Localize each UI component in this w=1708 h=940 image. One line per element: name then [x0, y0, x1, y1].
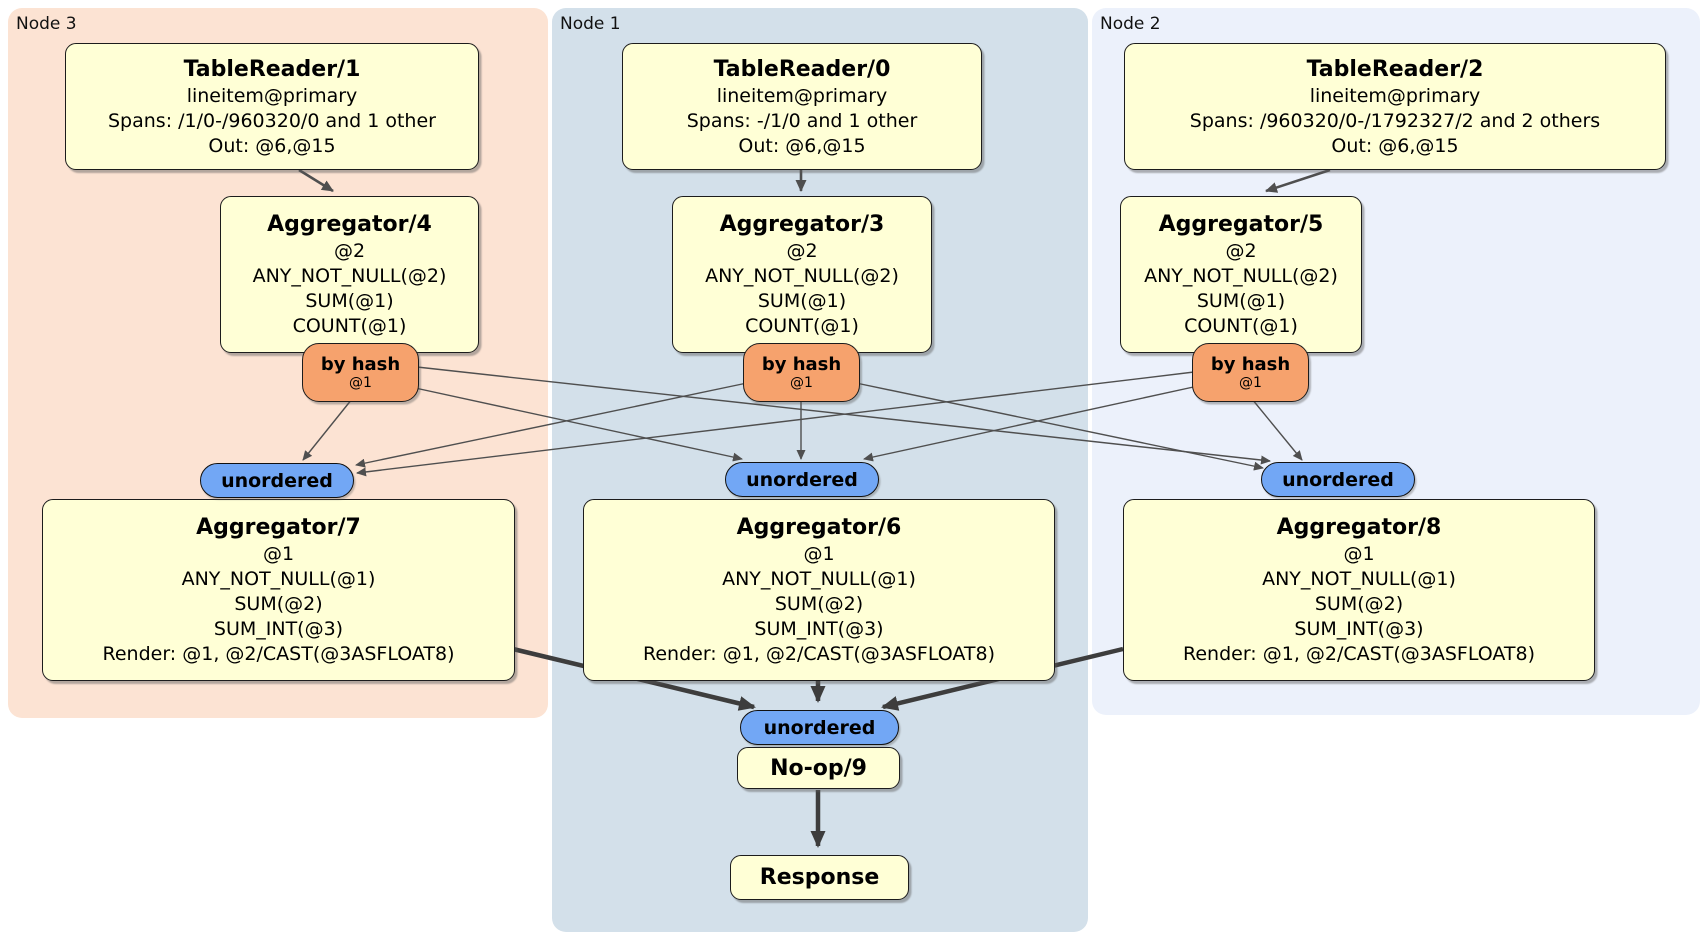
- processor-line: Out: @6,@15: [1331, 134, 1459, 157]
- processor-tablereader-2: TableReader/2 lineitem@primary Spans: /9…: [1124, 43, 1666, 170]
- processor-title: TableReader/1: [183, 56, 361, 82]
- processor-line: lineitem@primary: [1309, 84, 1481, 107]
- processor-title: TableReader/0: [713, 56, 891, 82]
- processor-line: lineitem@primary: [716, 84, 888, 107]
- processor-line: ANY_NOT_NULL(@1): [1262, 568, 1456, 590]
- processor-line: Out: @6,@15: [208, 134, 336, 157]
- processor-line: Out: @6,@15: [738, 134, 866, 157]
- edge-router2-sync1: [863, 385, 1199, 462]
- processor-line: SUM_INT(@3): [1294, 618, 1424, 640]
- edge-router1-sync2: [855, 382, 1264, 471]
- processor-line: SUM_INT(@3): [213, 618, 344, 640]
- processor-line: @2: [333, 240, 366, 262]
- panel-node-3-label: Node 3: [16, 14, 77, 34]
- processor-line: SUM(@2): [1314, 593, 1404, 615]
- processor-line: SUM(@2): [234, 593, 323, 615]
- processor-line: ANY_NOT_NULL(@2): [1144, 265, 1338, 287]
- edge-router2-sync3: [356, 371, 1195, 477]
- processor-response: Response: [730, 855, 909, 900]
- processor-title: Aggregator/3: [719, 212, 885, 237]
- edge-router3-sync3: [302, 398, 353, 461]
- router-detail: @1: [790, 374, 813, 391]
- processor-line: ANY_NOT_NULL(@1): [181, 568, 376, 590]
- processor-line: lineitem@primary: [186, 84, 358, 107]
- processor-aggregator-3: Aggregator/3 @2 ANY_NOT_NULL(@2) SUM(@1)…: [672, 196, 932, 353]
- sync-label: unordered: [1282, 468, 1394, 491]
- processor-aggregator-6: Aggregator/6 @1 ANY_NOT_NULL(@1) SUM(@2)…: [583, 499, 1055, 681]
- panel-node-1-label: Node 1: [560, 14, 621, 34]
- processor-line: Render: @1, @2/CAST(@3ASFLOAT8): [102, 643, 455, 665]
- edge-tr1-agg4: [298, 168, 334, 193]
- processor-tablereader-1: TableReader/1 lineitem@primary Spans: /1…: [65, 43, 479, 170]
- processor-title: Aggregator/8: [1276, 515, 1442, 540]
- processor-aggregator-8: Aggregator/8 @1 ANY_NOT_NULL(@1) SUM(@2)…: [1123, 499, 1595, 681]
- edge-router2-sync2: [1251, 398, 1303, 461]
- sync-label: unordered: [763, 716, 876, 739]
- processor-line: ANY_NOT_NULL(@2): [252, 265, 447, 287]
- processor-line: @1: [262, 543, 295, 565]
- processor-line: @1: [803, 543, 835, 565]
- processor-line: Render: @1, @2/CAST(@3ASFLOAT8): [643, 643, 995, 665]
- sync-label: unordered: [746, 468, 858, 491]
- processor-line: @2: [786, 240, 818, 262]
- processor-title: Aggregator/5: [1158, 212, 1324, 237]
- router-label: by hash: [761, 353, 842, 375]
- unordered-sync-node1: unordered: [725, 462, 879, 497]
- processor-line: ANY_NOT_NULL(@2): [705, 265, 899, 287]
- processor-title: Aggregator/6: [736, 515, 902, 540]
- processor-aggregator-7: Aggregator/7 @1 ANY_NOT_NULL(@1) SUM(@2)…: [42, 499, 515, 681]
- router-detail: @1: [1239, 374, 1262, 391]
- router-detail: @1: [349, 374, 372, 391]
- unordered-sync-node3: unordered: [200, 463, 354, 498]
- processor-line: Render: @1, @2/CAST(@3ASFLOAT8): [1183, 643, 1535, 665]
- processor-aggregator-4: Aggregator/4 @2 ANY_NOT_NULL(@2) SUM(@1)…: [220, 196, 479, 353]
- processor-line: SUM(@1): [757, 290, 847, 312]
- processor-title: No-op/9: [770, 755, 867, 781]
- processor-noop-9: No-op/9: [737, 747, 900, 789]
- processor-line: COUNT(@1): [1184, 315, 1298, 337]
- processor-line: SUM(@1): [1196, 290, 1286, 312]
- unordered-sync-node2: unordered: [1261, 462, 1415, 497]
- processor-line: @1: [1343, 543, 1375, 565]
- processor-tablereader-0: TableReader/0 lineitem@primary Spans: -/…: [622, 43, 982, 170]
- processor-line: SUM_INT(@3): [754, 618, 884, 640]
- edge-router1-sync3: [355, 382, 748, 468]
- processor-line: @2: [1225, 240, 1257, 262]
- hash-router-node1: by hash @1: [743, 343, 860, 402]
- router-label: by hash: [1210, 353, 1291, 375]
- processor-title: TableReader/2: [1306, 56, 1484, 82]
- router-label: by hash: [320, 353, 401, 375]
- processor-title: Aggregator/7: [196, 515, 361, 540]
- processor-line: Spans: -/1/0 and 1 other: [686, 109, 918, 132]
- edge-tr2-agg5: [1265, 168, 1331, 193]
- processor-line: COUNT(@1): [292, 315, 407, 337]
- processor-line: SUM(@2): [774, 593, 864, 615]
- processor-line: Spans: /1/0-/960320/0 and 1 other: [108, 109, 436, 132]
- processor-line: COUNT(@1): [745, 315, 859, 337]
- processor-line: Spans: /960320/0-/1792327/2 and 2 others: [1189, 109, 1601, 132]
- processor-line: SUM(@1): [305, 290, 394, 312]
- processor-title: Aggregator/4: [267, 212, 432, 237]
- hash-router-node3: by hash @1: [302, 343, 419, 402]
- hash-router-node2: by hash @1: [1192, 343, 1309, 402]
- sync-label: unordered: [221, 469, 333, 492]
- unordered-sync-final: unordered: [740, 710, 899, 745]
- processor-aggregator-5: Aggregator/5 @2 ANY_NOT_NULL(@2) SUM(@1)…: [1120, 196, 1362, 353]
- processor-title: Response: [759, 865, 880, 890]
- processor-line: ANY_NOT_NULL(@1): [722, 568, 916, 590]
- panel-node-2-label: Node 2: [1100, 14, 1161, 34]
- edge-router3-sync1: [405, 385, 743, 462]
